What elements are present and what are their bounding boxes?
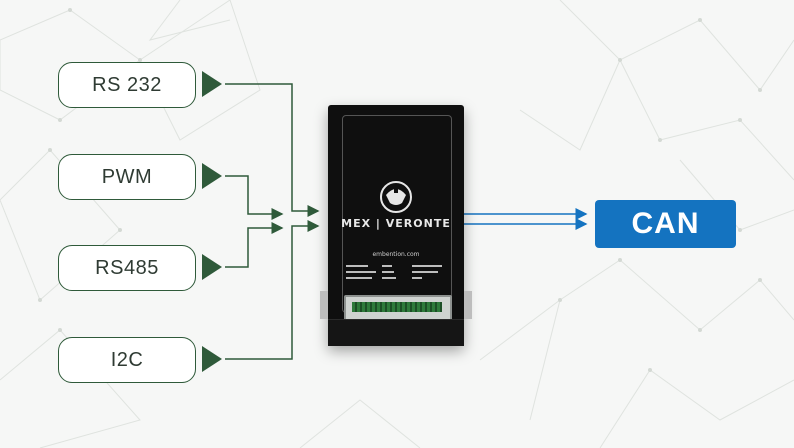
rs485-arrow-icon (202, 254, 222, 280)
device-connector (344, 295, 452, 321)
output-can-box: CAN (595, 200, 736, 248)
input-pwm-label: PWM (101, 165, 153, 188)
device-mount-right (464, 291, 472, 319)
device-mount-left (320, 291, 328, 319)
wire-rs232 (225, 83, 320, 217)
device-bottom-band (328, 319, 464, 346)
input-rs232-box: RS 232 (58, 62, 196, 108)
input-i2c-label: I2C (110, 348, 144, 371)
i2c-arrow-icon (202, 346, 222, 372)
device-url-text: embention.com (372, 251, 420, 258)
input-rs485-label: RS485 (95, 256, 159, 279)
device-emblem-icon (380, 181, 412, 213)
input-rs485-box: RS485 (58, 245, 196, 291)
wire-i2c (225, 220, 320, 360)
output-can-label: CAN (631, 207, 700, 240)
input-i2c-box: I2C (58, 337, 196, 383)
connector-pins (352, 302, 442, 312)
device-label-text-lines (346, 265, 442, 279)
wire-rs485 (225, 222, 284, 268)
wire-pwm (225, 175, 284, 220)
rs232-arrow-icon (202, 71, 222, 97)
device-brand-text: MEX | VERONTE (341, 217, 451, 230)
pwm-arrow-icon (202, 163, 222, 189)
input-rs232-label: RS 232 (92, 73, 162, 96)
input-pwm-box: PWM (58, 154, 196, 200)
converter-device-image: MEX | VERONTE embention.com (320, 105, 472, 346)
